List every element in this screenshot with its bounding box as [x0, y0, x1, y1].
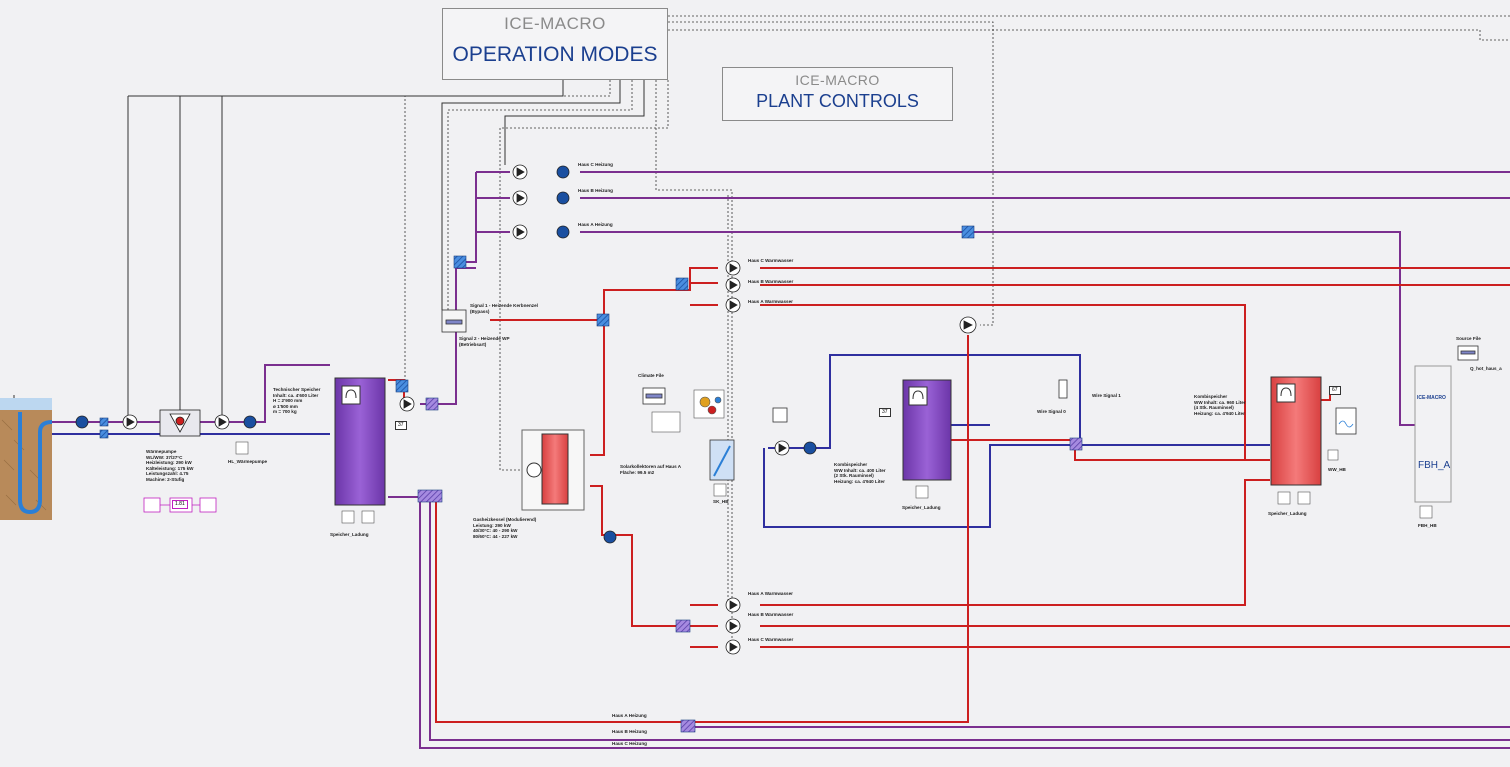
pump-storage [399, 396, 415, 412]
tag-value: 37 [879, 408, 891, 417]
pump-source-2 [122, 414, 138, 430]
valve-haus-c-ww-bottom [725, 639, 741, 655]
label-haus-a-heizung-top: Haus A Heizung [578, 222, 613, 227]
pump-source-1 [75, 415, 89, 429]
fbh-macro-sub: ICE-MACRO [1417, 395, 1446, 401]
ground-water-layer [0, 398, 52, 410]
label-haus-c-ww-top: Haus C Warmwasser [748, 258, 794, 263]
output-icons [235, 441, 1433, 524]
kombi-storage-2 [1270, 376, 1322, 486]
label-wire-signal-0: Wire Signal 0 [1037, 409, 1066, 414]
tag-value: 67 [1329, 386, 1341, 395]
control-lines [127, 80, 645, 418]
label-haus-b-heizung-bottom: Haus B Heizung [612, 729, 647, 734]
label-haus-c-ww-bottom: Haus C Warmwasser [748, 637, 794, 642]
label-fbh-hb: FBH_HB [1418, 523, 1437, 528]
tag-value: 37 [395, 421, 407, 430]
heating-pipes [52, 171, 1510, 749]
valve-haus-c-ww-top [725, 260, 741, 276]
label-ww-hb: WW_HB [1328, 467, 1346, 472]
label-haus-a-heizung-bottom: Haus A Heizung [612, 713, 647, 718]
label-speicher-ladung-2: Speicher_Ladung [902, 505, 941, 510]
heat-pump-unit [159, 409, 201, 437]
pump-haus-c-heizung [512, 164, 570, 180]
label-haus-a-ww-bottom: Haus A Warmwasser [748, 591, 793, 596]
pump-solar [774, 440, 817, 456]
label-haus-b-heizung-top: Haus B Heizung [578, 188, 613, 193]
fbh-macro [1414, 365, 1452, 503]
label-kombi-2: Kombispeicher WW Inhalt: ca. 960 Liter (… [1194, 394, 1246, 416]
label-kombi-1: Kombispeicher WW Inhalt: ca. 400 Liter (… [834, 462, 886, 484]
label-signal-1: Signal 1 - Heizende Kerbnenzel (Bypass) [470, 303, 538, 314]
heating-pumps [75, 164, 977, 655]
label-q-hot: Q_hot_haus_a [1470, 366, 1502, 371]
pump-haus-a-heizung [512, 224, 570, 240]
tag-value: 1.81 [172, 500, 188, 509]
label-waermepumpe: Wärmepumpe WL/WW: 37/27°C Heizleistung: … [146, 449, 194, 482]
pump-hp-out [214, 414, 257, 430]
macro-title: OPERATION MODES [452, 43, 658, 66]
label-speicher-ladung-3: Speicher_Ladung [1268, 511, 1307, 516]
macro-title: PLANT CONTROLS [756, 91, 919, 111]
gas-boiler [521, 429, 585, 511]
macro-type-label: ICE-MACRO [504, 14, 606, 33]
valve-haus-a-ww-top [725, 297, 741, 313]
label-haus-c-heizung-bottom: Haus C Heizung [612, 741, 647, 746]
pump-boiler [603, 530, 617, 544]
earth-probe [18, 412, 53, 515]
climate-file-cluster [651, 389, 725, 433]
label-hl-waermepumpe: HL_Wärmepumpe [228, 459, 268, 464]
label-speicher-ladung-1: Speicher_Ladung [330, 532, 369, 537]
fbh-macro-title[interactable]: FBH_A [1418, 460, 1451, 471]
supply-pipes [388, 267, 1510, 723]
valve-kombi-top [959, 316, 977, 334]
kombi-storage-1 [902, 379, 952, 481]
label-source-file: Source File [1456, 336, 1481, 341]
label-climate-file: Climate File [638, 373, 664, 378]
label-haus-c-heizung-top: Haus C Heizung [578, 162, 613, 167]
valve-haus-b-ww-top [725, 277, 741, 293]
label-solar: Solarkollektoren auf Haus A Fläche: 99.5… [620, 464, 682, 475]
label-haus-b-ww-top: Haus B Warmwasser [748, 279, 794, 284]
valve-haus-a-ww-bottom [725, 597, 741, 613]
macro-type-label: ICE-MACRO [795, 72, 880, 88]
label-signal-2: Signal 2 - Heizende WP (Betriebsart) [459, 336, 510, 347]
tech-storage-tank [334, 377, 386, 506]
ground-soil [0, 410, 52, 520]
label-techn-speicher: Technischer Speicher Inhalt: ca. 4'600 L… [273, 387, 321, 415]
control-dashed-lines [404, 15, 1510, 640]
valve-haus-b-ww-bottom [725, 618, 741, 634]
plant-controls-macro[interactable]: ICE-MACRO PLANT CONTROLS [722, 67, 953, 121]
return-pipes [52, 354, 1270, 528]
heat-exchangers [99, 225, 1083, 733]
label-haus-b-ww-bottom: Haus B Warmwasser [748, 612, 794, 617]
label-haus-a-ww-top: Haus A Warmwasser [748, 299, 793, 304]
label-wire-signal-1: Wire Signal 1 [1092, 393, 1121, 398]
label-sk-hb: SK_HB [713, 499, 729, 504]
operation-modes-macro[interactable]: ICE-MACRO OPERATION MODES [442, 8, 668, 80]
pump-haus-b-heizung [512, 190, 570, 206]
label-gasheizkessel: Gasheizkessel (Modulierend) Leistung: 29… [473, 517, 537, 539]
